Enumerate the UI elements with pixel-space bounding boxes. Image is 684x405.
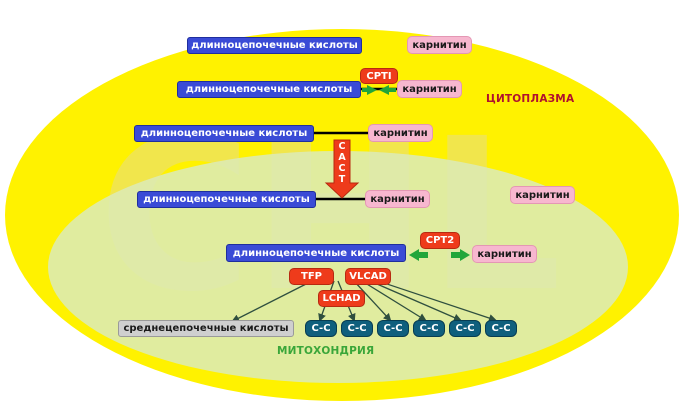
- carnitine-box-6: карнитин: [472, 245, 537, 263]
- cact-arrow: [324, 139, 360, 199]
- fatty-acid-box-4: длинноцепочечные кислоты: [137, 191, 316, 208]
- fatty-acid-box-3: длинноцепочечные кислоты: [134, 125, 314, 142]
- cpt2-green-arrow-right: [451, 249, 470, 261]
- cpt2-green-arrow-left: [409, 249, 428, 261]
- lchad-enzyme-badge: LCHAD: [318, 290, 365, 307]
- arrow-to-cc-5: [369, 280, 462, 322]
- two-carbon-unit-4: C-C: [413, 320, 445, 337]
- carnitine-box-1: карнитин: [407, 36, 472, 54]
- fatty-acid-box-5: длинноцепочечные кислоты: [226, 244, 406, 262]
- arrow-to-medium-chain: [231, 280, 313, 322]
- cact-letter-4: T: [338, 174, 346, 185]
- fatty-acid-box-2: длинноцепочечные кислоты: [177, 81, 361, 98]
- cytoplasm-label: ЦИТОПЛАЗМА: [486, 93, 575, 105]
- carnitine-box-2: карнитин: [397, 80, 462, 98]
- two-carbon-unit-6: C-C: [485, 320, 517, 337]
- two-carbon-unit-3: C-C: [377, 320, 409, 337]
- cact-letter-2: A: [338, 152, 346, 163]
- carnitine-box-5: карнитин: [365, 190, 430, 208]
- mitochondria-label: МИТОХОНДРИЯ: [277, 345, 375, 357]
- tfp-enzyme-badge: TFP: [289, 268, 334, 285]
- cpt1-green-arrow-left: [379, 85, 396, 95]
- two-carbon-unit-5: C-C: [449, 320, 481, 337]
- carnitine-box-4: карнитин: [510, 186, 575, 204]
- two-carbon-unit-1: C-C: [305, 320, 337, 337]
- fatty-acid-box-1: длинноцепочечные кислоты: [187, 37, 362, 54]
- cpt1-green-arrow-right: [362, 85, 377, 95]
- cpt2-enzyme-badge: CPT2: [420, 232, 460, 249]
- medium-chain-acids-box: среднецепочечные кислоты: [118, 320, 294, 337]
- arrow-to-cc-4: [361, 280, 427, 322]
- arrow-to-cc-3: [353, 280, 392, 322]
- cpt1-enzyme-badge: CPTI: [360, 68, 398, 84]
- cact-letter-1: C: [338, 141, 346, 152]
- two-carbon-unit-2: C-C: [341, 320, 373, 337]
- arrow-to-cc-6: [377, 280, 497, 322]
- vlcad-enzyme-badge: VLCAD: [345, 268, 391, 285]
- carnitine-box-3: карнитин: [368, 124, 433, 142]
- cact-letter-3: C: [338, 163, 346, 174]
